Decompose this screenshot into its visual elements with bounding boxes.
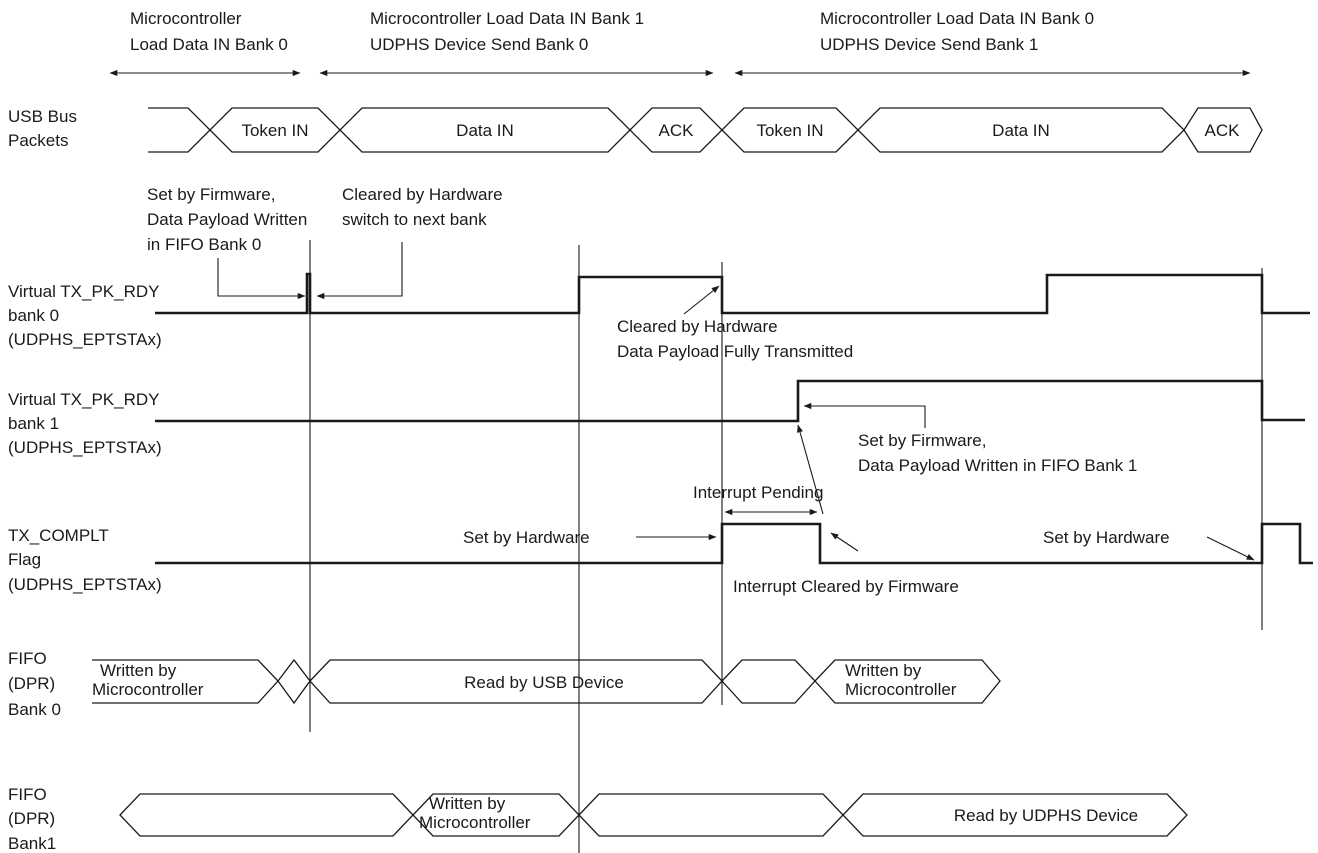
- annotation-line: Set by Hardware: [463, 528, 590, 547]
- bus-idle-start: [148, 107, 211, 153]
- annotation-line: Cleared by Hardware: [617, 317, 778, 336]
- fifo0-label: Written by: [845, 661, 922, 680]
- annotation-line: Interrupt Pending: [693, 483, 823, 502]
- signal-label-line: USB Bus: [8, 107, 77, 126]
- phase-2-line-2: UDPHS Device Send Bank 0: [370, 35, 588, 54]
- annotation-cleared-hw-switch: Cleared by Hardware switch to next bank: [316, 185, 503, 300]
- signal-label-line: (DPR): [8, 674, 55, 693]
- fifo0-label: Microcontroller: [92, 680, 204, 699]
- annotation-interrupt-pending: Interrupt Pending: [693, 483, 823, 516]
- fifo-bank1-lane: Written by Microcontroller Read by UDPHS…: [119, 793, 1188, 837]
- fifo-bank0-lane: Written by Microcontroller Read by USB D…: [92, 658, 1001, 705]
- signal-label-fifo-bank1: FIFO (DPR) Bank1: [8, 785, 56, 853]
- annotation-line: Data Payload Written in FIFO Bank 1: [858, 456, 1137, 475]
- packet-label: ACK: [659, 121, 695, 140]
- signal-label-line: Virtual TX_PK_RDY: [8, 390, 160, 409]
- arrow-cleared-hw-switch: [316, 242, 403, 300]
- annotation-cleared-hw-transmitted: Cleared by Hardware Data Payload Fully T…: [617, 285, 853, 361]
- signal-label-tx-pk-rdy-bank0: Virtual TX_PK_RDY bank 0 (UDPHS_EPTSTAx): [8, 282, 162, 349]
- phase-1-line-2: Load Data IN Bank 0: [130, 35, 288, 54]
- phase-header-3: Microcontroller Load Data IN Bank 0 UDPH…: [820, 9, 1094, 54]
- signal-label-line: (DPR): [8, 809, 55, 828]
- waveform-tx-pk-rdy-bank0: [155, 272, 1310, 315]
- fifo0-label: Microcontroller: [845, 680, 957, 699]
- signal-label-line: FIFO: [8, 785, 47, 804]
- signal-label-usb-bus: USB Bus Packets: [8, 107, 77, 150]
- fifo1-segment-empty-2: [578, 793, 844, 837]
- phase-2-line-1: Microcontroller Load Data IN Bank 1: [370, 9, 644, 28]
- signal-label-line: Packets: [8, 131, 68, 150]
- annotation-line: Set by Firmware,: [858, 431, 986, 450]
- packet-label: Data IN: [456, 121, 514, 140]
- signal-label-line: (UDPHS_EPTSTAx): [8, 575, 162, 594]
- fifo0-label: Read by USB Device: [464, 673, 624, 692]
- signal-label-line: bank 1: [8, 414, 59, 433]
- signal-label-line: TX_COMPLT: [8, 526, 109, 545]
- packet-label: Token IN: [756, 121, 823, 140]
- usb-bus-lane: Token IN Data IN ACK Token IN Data IN AC…: [148, 107, 1263, 153]
- packet-label: ACK: [1205, 121, 1241, 140]
- annotation-line: Cleared by Hardware: [342, 185, 503, 204]
- phase-3-line-1: Microcontroller Load Data IN Bank 0: [820, 9, 1094, 28]
- annotation-line: Data Payload Written: [147, 210, 307, 229]
- signal-label-line: Flag: [8, 550, 41, 569]
- annotation-set-by-hardware-1: Set by Hardware: [463, 528, 717, 547]
- annotation-line: Set by Hardware: [1043, 528, 1170, 547]
- annotation-set-by-firmware-bank0: Set by Firmware, Data Payload Written in…: [147, 185, 307, 300]
- arrow-interrupt-cleared: [830, 532, 859, 552]
- packet-label: Token IN: [241, 121, 308, 140]
- phase-3-line-2: UDPHS Device Send Bank 1: [820, 35, 1038, 54]
- signal-label-line: (UDPHS_EPTSTAx): [8, 438, 162, 457]
- fifo1-label: Written by: [429, 794, 506, 813]
- phase-1-line-1: Microcontroller: [130, 9, 242, 28]
- signal-label-line: Virtual TX_PK_RDY: [8, 282, 160, 301]
- signal-label-line: Bank 0: [8, 700, 61, 719]
- signal-label-line: bank 0: [8, 306, 59, 325]
- signal-label-line: (UDPHS_EPTSTAx): [8, 330, 162, 349]
- waveform-tx-pk-rdy-bank1: [155, 379, 1305, 423]
- packet-ack-2: [1183, 107, 1263, 153]
- annotation-line: Data Payload Fully Transmitted: [617, 342, 853, 361]
- phase-header-2: Microcontroller Load Data IN Bank 1 UDPH…: [370, 9, 644, 54]
- fifo0-segment-idle: [721, 659, 816, 704]
- arrow-set-by-hw-2: [1206, 536, 1255, 561]
- arrow-set-firmware-bank1: [803, 402, 926, 428]
- fifo1-label: Microcontroller: [419, 813, 531, 832]
- packet-label: Data IN: [992, 121, 1050, 140]
- waveform-tx-complt: [155, 522, 1313, 565]
- annotation-line: in FIFO Bank 0: [147, 235, 261, 254]
- arrow-cleared-hw-tx: [683, 285, 720, 315]
- signal-label-tx-complt: TX_COMPLT Flag (UDPHS_EPTSTAx): [8, 526, 162, 594]
- signal-label-fifo-bank0: FIFO (DPR) Bank 0: [8, 649, 61, 719]
- fifo0-label: Written by: [100, 661, 177, 680]
- fifo1-segment-empty-1: [119, 793, 414, 837]
- fifo1-segment-read: [842, 793, 1188, 837]
- arrow-set-firmware-bank0: [217, 258, 306, 300]
- phase-header-1: Microcontroller Load Data IN Bank 0: [130, 9, 288, 54]
- fifo0-segment-written-2: [814, 659, 1001, 704]
- annotation-set-by-firmware-bank1: Set by Firmware, Data Payload Written in…: [803, 402, 1137, 475]
- signal-label-tx-pk-rdy-bank1: Virtual TX_PK_RDY bank 1 (UDPHS_EPTSTAx): [8, 390, 162, 457]
- fifo0-segment-transition: [277, 658, 311, 705]
- arrow-interrupt-cleared-to-bank1: [797, 424, 824, 515]
- annotation-interrupt-cleared: Interrupt Cleared by Firmware: [733, 424, 959, 596]
- annotation-line: Set by Firmware,: [147, 185, 275, 204]
- signal-label-line: Bank1: [8, 834, 56, 853]
- fifo1-label: Read by UDPHS Device: [954, 806, 1138, 825]
- annotation-line: switch to next bank: [342, 210, 487, 229]
- annotation-line: Interrupt Cleared by Firmware: [733, 577, 959, 596]
- annotation-set-by-hardware-2: Set by Hardware: [1043, 528, 1255, 561]
- signal-label-line: FIFO: [8, 649, 47, 668]
